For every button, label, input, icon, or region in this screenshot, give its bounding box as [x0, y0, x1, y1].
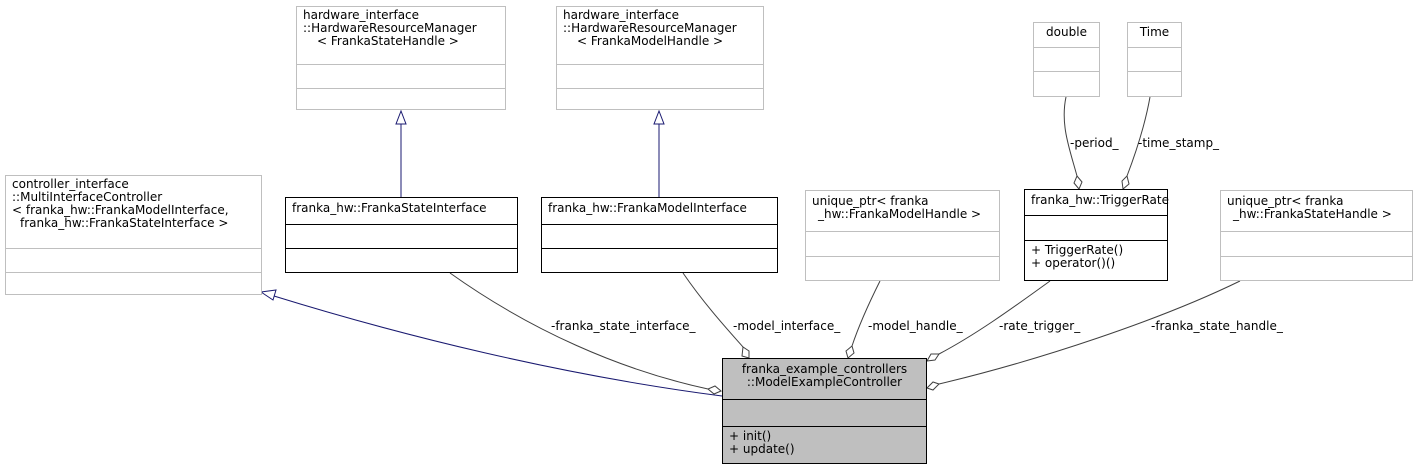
inherit-edge-controller	[273, 295, 723, 397]
class-attributes	[806, 231, 999, 256]
agg-diamond-model-handle	[845, 345, 855, 359]
edge-label-period: -period_	[1070, 136, 1119, 150]
agg-edge-franka-state-interface	[449, 272, 709, 390]
agg-edge-time-stamp	[1126, 96, 1151, 177]
class-name: franka_example_controllers ::ModelExampl…	[741, 362, 908, 389]
edge-label-model-handle: -model_handle_	[868, 319, 963, 333]
class-attributes	[557, 64, 763, 88]
class-methods	[806, 256, 999, 280]
class-methods	[557, 88, 763, 109]
class-attributes	[542, 224, 777, 248]
class-methods	[542, 248, 777, 272]
inherit-arrow-model-iface	[653, 109, 665, 125]
class-attributes	[723, 399, 926, 426]
agg-diamond-period	[1073, 175, 1083, 190]
class-name: unique_ptr< franka _hw::FrankaModelHandl…	[812, 194, 982, 221]
class-attributes	[1221, 231, 1412, 256]
edge-label-model-interface: -model_interface_	[733, 319, 841, 333]
class-name: hardware_interface ::HardwareResourceMan…	[303, 8, 477, 48]
class-name: franka_hw::FrankaStateInterface	[292, 201, 487, 215]
class-hrm-franka-model-handle[interactable]: hardware_interface ::HardwareResourceMan…	[556, 6, 764, 110]
class-franka-model-interface[interactable]: franka_hw::FrankaModelInterface	[541, 197, 778, 273]
agg-diamond-franka-state-handle	[926, 381, 940, 391]
agg-edge-rate-trigger	[938, 280, 1051, 355]
class-time[interactable]: Time	[1127, 22, 1182, 97]
class-trigger-rate[interactable]: franka_hw::TriggerRate + TriggerRate() +…	[1024, 189, 1169, 281]
class-methods	[286, 248, 517, 272]
class-attributes	[286, 224, 517, 248]
agg-diamond-rate-trigger	[926, 353, 940, 362]
class-attributes	[297, 64, 505, 88]
agg-edge-period	[1063, 96, 1078, 177]
class-name: hardware_interface ::HardwareResourceMan…	[563, 8, 737, 48]
method-trigger-rate: + TriggerRate()	[1031, 243, 1124, 257]
agg-edge-franka-state-handle	[938, 280, 1241, 385]
method-operator-call: + operator()()	[1031, 256, 1116, 270]
class-attributes	[1128, 47, 1181, 71]
class-methods: + init() + update()	[723, 426, 926, 463]
class-methods	[1128, 71, 1181, 96]
inherit-arrow-controller	[259, 289, 277, 301]
class-name: controller_interface ::MultiInterfaceCon…	[12, 177, 229, 230]
agg-diamond-time-stamp	[1121, 175, 1130, 190]
class-attributes	[6, 248, 261, 272]
class-methods: + TriggerRate() + operator()()	[1025, 240, 1167, 280]
edge-label-franka-state-handle: -franka_state_handle_	[1151, 319, 1283, 333]
class-name: franka_hw::FrankaModelInterface	[548, 201, 747, 215]
class-double[interactable]: double	[1033, 22, 1100, 97]
edge-label-franka-state-interface: -franka_state_interface_	[551, 319, 696, 333]
class-unique-ptr-model-handle[interactable]: unique_ptr< franka _hw::FrankaModelHandl…	[805, 190, 1000, 281]
class-methods	[297, 88, 505, 109]
agg-edge-model-interface	[682, 272, 744, 348]
class-unique-ptr-state-handle[interactable]: unique_ptr< franka _hw::FrankaStateHandl…	[1220, 190, 1413, 281]
class-name: Time	[1139, 25, 1170, 39]
agg-diamond-franka-state-interface	[707, 385, 722, 395]
class-hrm-franka-state-handle[interactable]: hardware_interface ::HardwareResourceMan…	[296, 6, 506, 110]
class-attributes	[1025, 215, 1167, 240]
method-init: + init()	[729, 429, 772, 443]
class-name: franka_hw::TriggerRate	[1031, 193, 1169, 207]
class-attributes	[1034, 47, 1099, 71]
class-methods	[1221, 256, 1412, 280]
class-methods	[1034, 71, 1099, 96]
class-methods	[6, 272, 261, 294]
class-name: double	[1046, 25, 1087, 39]
edge-label-rate-trigger: -rate_trigger_	[999, 319, 1081, 333]
agg-diamond-model-interface	[741, 346, 750, 359]
edge-label-time-stamp: -time_stamp_	[1138, 136, 1220, 150]
class-franka-state-interface[interactable]: franka_hw::FrankaStateInterface	[285, 197, 518, 273]
class-model-example-controller[interactable]: franka_example_controllers ::ModelExampl…	[722, 358, 927, 464]
method-update: + update()	[729, 442, 795, 456]
inherit-arrow-state-iface	[395, 109, 407, 125]
class-name: unique_ptr< franka _hw::FrankaStateHandl…	[1227, 194, 1392, 221]
class-multi-interface-controller[interactable]: controller_interface ::MultiInterfaceCon…	[5, 175, 262, 295]
agg-edge-model-handle	[851, 280, 881, 347]
